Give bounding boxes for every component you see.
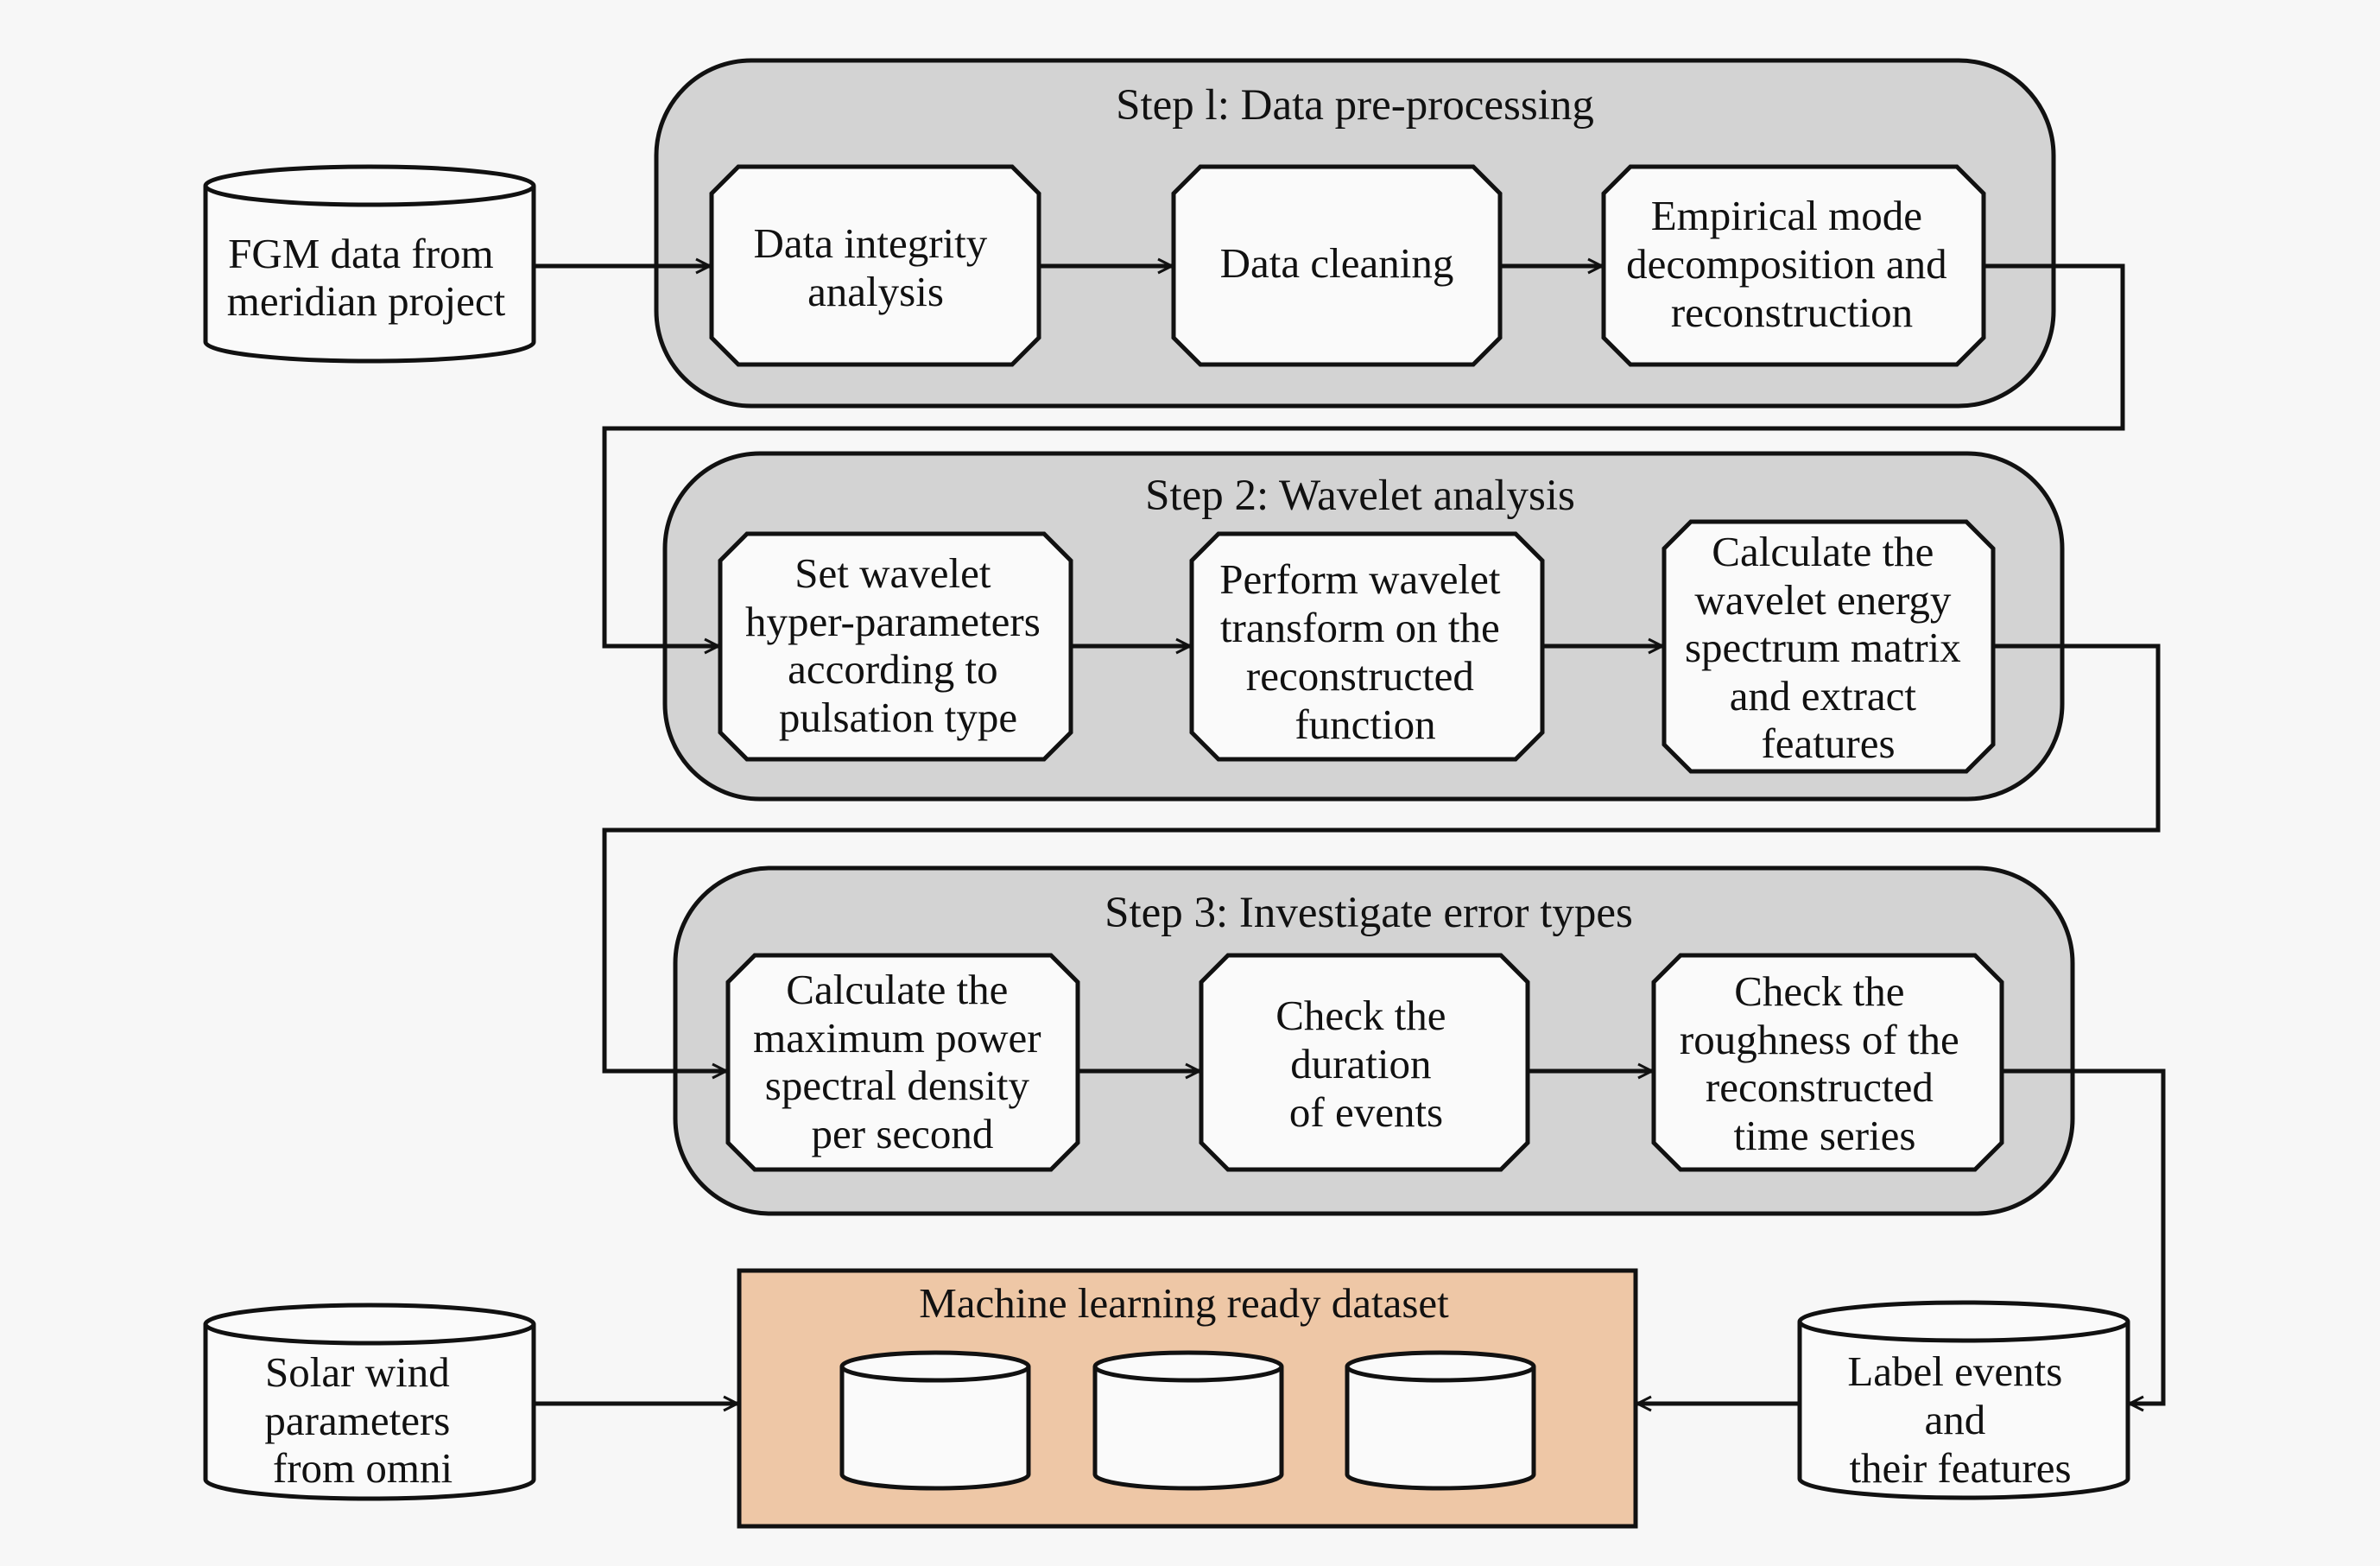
- step3-box-max-psd-label: Calculate the maximum power spectral den…: [753, 966, 1052, 1157]
- connector-step1-to-step2: [602, 263, 2125, 646]
- labels-database-label: Label events and their features: [1847, 1347, 2073, 1492]
- step1-box-emd-label: Empirical mode decomposition and reconst…: [1626, 192, 1958, 336]
- fgm-database: [203, 164, 536, 364]
- step2-box-wavelet-transform-label: Perform wavelet transform on the reconst…: [1219, 555, 1510, 748]
- step2-box-set-hyperparameters: [718, 531, 1073, 762]
- step3-box-max-psd: [725, 953, 1080, 1172]
- solar-wind-database: [203, 1303, 536, 1501]
- solar-wind-database-label: Solar wind parameters from omni: [264, 1348, 460, 1492]
- step2-box-set-hyperparameters-label: Set wavelet hyper-parameters according t…: [745, 549, 1051, 741]
- step2-box-energy-spectrum-label: Calculate the wavelet energy spectrum ma…: [1685, 528, 1972, 767]
- step2-box-energy-spectrum: [1662, 519, 1996, 774]
- connector-step2-to-step3: [602, 644, 2161, 1071]
- step1-box-data-cleaning-label: Data cleaning: [1220, 239, 1454, 287]
- step3-box-duration: [1199, 953, 1530, 1172]
- dataset-cylinder-1: [839, 1350, 1031, 1491]
- step1-box-data-integrity-label: Data integrity analysis: [753, 219, 997, 315]
- step3-title: Step 3: Investigate error types: [1105, 889, 1633, 937]
- dataset-cylinder-3: [1345, 1350, 1536, 1491]
- step3-box-roughness: [1651, 953, 2004, 1172]
- step1-box-data-integrity: [709, 164, 1041, 367]
- ml-dataset-title: Machine learning ready dataset: [919, 1279, 1449, 1327]
- step2-box-wavelet-transform: [1189, 531, 1545, 762]
- fgm-database-label: FGM data from meridian project: [227, 230, 506, 325]
- connector-step3-to-labels: [2002, 1068, 2166, 1404]
- step1-box-data-cleaning: [1171, 164, 1503, 367]
- labels-database: [1797, 1300, 2130, 1500]
- step1-box-emd: [1601, 164, 1986, 367]
- dataset-cylinder-2: [1092, 1350, 1284, 1491]
- step1-title: Step l: Data pre-processing: [1116, 81, 1594, 130]
- step3-box-duration-label: Check the duration of events: [1275, 992, 1457, 1136]
- step3-box-roughness-label: Check the roughness of the reconstructed…: [1680, 967, 1970, 1159]
- step2-title: Step 2: Wavelet analysis: [1145, 472, 1575, 520]
